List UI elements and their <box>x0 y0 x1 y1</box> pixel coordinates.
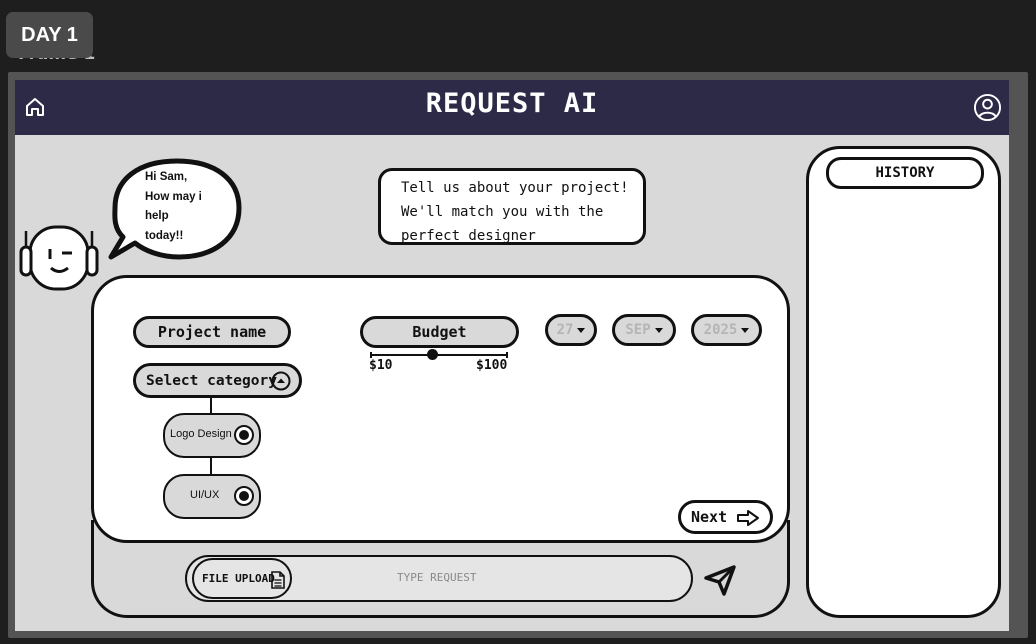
greeting-line: Hi Sam, <box>145 171 188 183</box>
greeting-line: How may i <box>145 190 202 203</box>
history-panel <box>806 146 1001 618</box>
history-title: HISTORY <box>826 157 984 189</box>
chevron-up-circle-icon <box>271 371 291 391</box>
file-upload-label: FILE UPLOAD <box>202 572 275 585</box>
category-option-ui-ux[interactable]: UI/UX <box>163 474 261 519</box>
arrow-right-icon <box>737 510 759 526</box>
budget-slider-max-tick <box>506 352 508 358</box>
intro-message: Tell us about your project! We'll match … <box>378 168 646 245</box>
intro-line: We'll match you with the <box>401 204 604 220</box>
tree-connector <box>210 457 212 474</box>
intro-line: Tell us about your project! <box>401 180 629 196</box>
radio-selected-icon[interactable] <box>234 486 254 506</box>
budget-slider-track[interactable] <box>370 354 508 356</box>
category-option-logo-design[interactable]: Logo Design <box>163 413 261 458</box>
budget-slider-min-tick <box>370 352 372 358</box>
next-button[interactable]: Next <box>678 500 773 534</box>
composer-container <box>91 520 790 618</box>
option-label: UI/UX <box>190 489 220 501</box>
assistant-greeting: Hi Sam, How may i help today!! <box>145 168 235 246</box>
option-label: Logo Design <box>170 428 232 440</box>
budget-field[interactable]: Budget <box>360 316 519 348</box>
select-category-dropdown[interactable]: Select category <box>133 363 302 398</box>
speech-bubble <box>108 158 242 260</box>
caret-down-icon <box>577 327 586 333</box>
date-day-select[interactable]: 27 <box>545 314 597 346</box>
category-label: Select category <box>146 372 277 389</box>
app-screen: REQUEST AI Hi Sam, How may i help today!… <box>15 80 1009 631</box>
date-day-value: 27 <box>556 322 574 338</box>
caret-down-icon <box>654 327 663 333</box>
day-badge: DAY 1 <box>6 12 93 58</box>
greeting-line: today!! <box>145 229 184 242</box>
send-paper-plane-icon[interactable] <box>703 564 737 596</box>
date-year-select[interactable]: 2025 <box>691 314 762 346</box>
file-upload-button[interactable]: FILE UPLOAD <box>192 558 292 599</box>
radio-selected-icon[interactable] <box>234 425 254 445</box>
date-month-select[interactable]: SEP <box>612 314 676 346</box>
app-title: REQUEST AI <box>425 88 599 119</box>
budget-max-label: $100 <box>476 358 508 373</box>
greeting-line: help <box>145 210 169 222</box>
document-icon <box>271 571 285 589</box>
user-circle-icon[interactable] <box>973 93 1002 122</box>
request-placeholder: TYPE REQUEST <box>397 571 477 584</box>
robot-headphones-icon <box>19 225 99 291</box>
home-icon[interactable] <box>23 95 47 119</box>
project-name-input[interactable]: Project name <box>133 316 291 348</box>
next-label: Next <box>691 508 728 526</box>
navbar: REQUEST AI <box>15 80 1009 135</box>
budget-slider-thumb[interactable] <box>426 349 438 360</box>
tree-connector <box>210 396 212 413</box>
intro-line: perfect designer <box>401 228 536 244</box>
budget-min-label: $10 <box>369 358 393 373</box>
caret-down-icon <box>741 327 750 333</box>
date-month-value: SEP <box>625 322 651 338</box>
date-year-value: 2025 <box>703 322 738 338</box>
